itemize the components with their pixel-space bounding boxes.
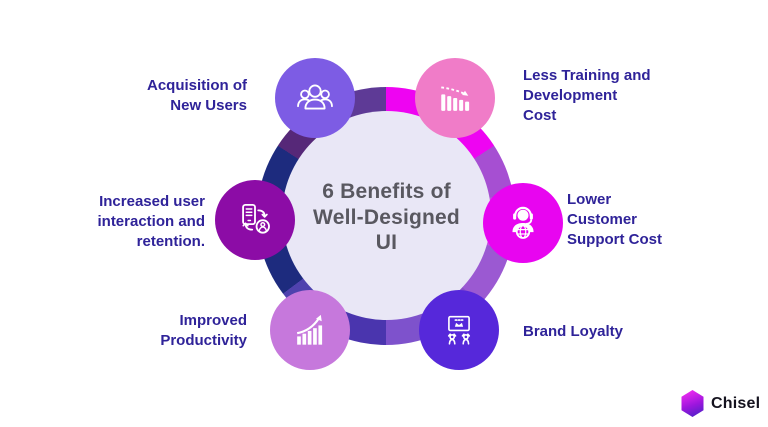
- node-productivity: [270, 290, 350, 370]
- node-loyalty: [419, 290, 499, 370]
- node-acquisition: [275, 58, 355, 138]
- customer-support-icon: [512, 206, 534, 239]
- brand-loyalty-icon: [447, 315, 471, 345]
- node-interaction: [215, 180, 295, 260]
- node-training: [415, 58, 495, 138]
- label-productivity: Improved Productivity: [160, 312, 247, 349]
- chisel-logo-text: Chisel: [711, 394, 761, 412]
- page-title: 6 Benefits of Well-Designed UI: [313, 180, 460, 255]
- chisel-logo: Chisel: [680, 390, 760, 417]
- label-support: Lower Customer Support Cost: [567, 191, 662, 248]
- chisel-hexagon-icon: [681, 390, 704, 417]
- label-interaction: Increased user interaction and retention…: [97, 193, 205, 250]
- node-support: [483, 183, 563, 263]
- label-acquisition: Acquisition of New Users: [147, 77, 247, 114]
- declining-bar-chart-icon: [441, 86, 470, 111]
- label-training: Less Training and Development Cost: [523, 67, 651, 124]
- label-loyalty: Brand Loyalty: [523, 323, 624, 340]
- growth-chart-icon: [296, 314, 323, 345]
- users-group-icon: [297, 84, 333, 110]
- phone-user-sync-icon: [242, 203, 270, 234]
- center-circle: 6 Benefits of Well-Designed UI: [282, 111, 491, 320]
